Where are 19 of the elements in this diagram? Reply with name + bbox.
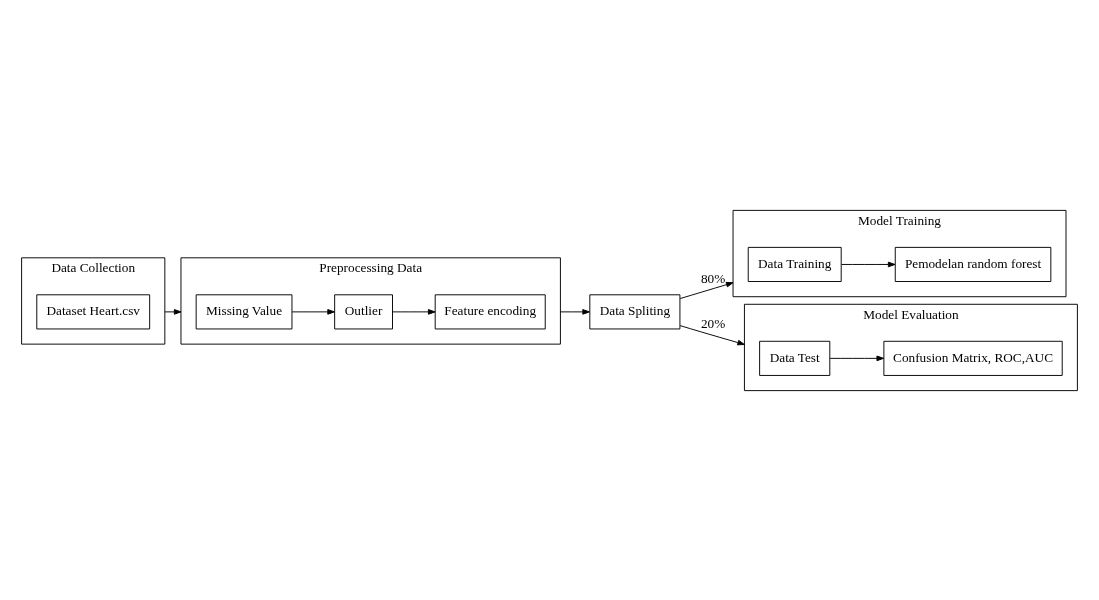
node-box: Confusion Matrix, ROC,AUC [883, 340, 1063, 376]
arrow [392, 308, 436, 315]
node-box: Outlier [334, 293, 393, 329]
node-box: Pemodelan random forest [894, 246, 1052, 282]
arrow [559, 308, 590, 315]
node-box: Data Spliting [589, 293, 681, 329]
node-box: Feature encoding [434, 293, 546, 329]
node-box: Data Test [759, 340, 831, 376]
edge-label: 20% [700, 315, 726, 331]
arrow [829, 355, 885, 361]
arrow [679, 324, 745, 345]
arrow [164, 308, 182, 315]
arrow [841, 261, 896, 267]
edge-label: 80% [700, 270, 726, 286]
node-box: Data Training [747, 246, 842, 282]
arrow [679, 281, 734, 299]
node-box: Missing Value [195, 293, 293, 329]
node-box: Dataset Heart.csv [36, 293, 151, 329]
arrow [291, 308, 335, 315]
